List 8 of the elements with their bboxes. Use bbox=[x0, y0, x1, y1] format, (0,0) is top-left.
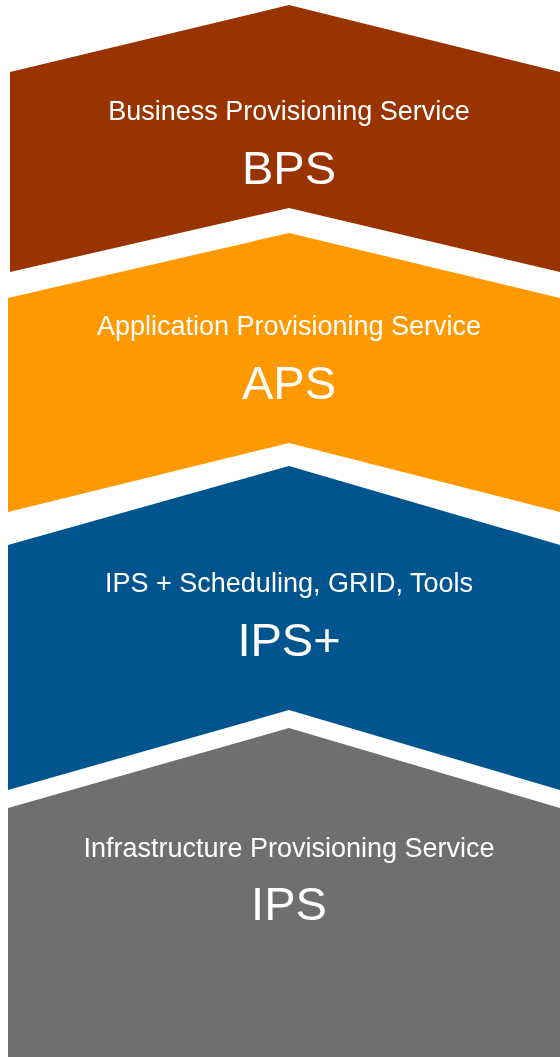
service-name: Business Provisioning Service bbox=[107, 96, 471, 127]
service-name: Application Provisioning Service bbox=[95, 311, 483, 342]
service-acronym: APS bbox=[240, 355, 337, 410]
service-acronym: IPS bbox=[250, 876, 328, 931]
service-acronym: BPS bbox=[240, 140, 337, 195]
service-name: Infrastructure Provisioning Service bbox=[82, 833, 496, 864]
service-name: IPS + Scheduling, GRID, Tools bbox=[104, 568, 474, 599]
service-acronym: IPS+ bbox=[236, 612, 342, 667]
